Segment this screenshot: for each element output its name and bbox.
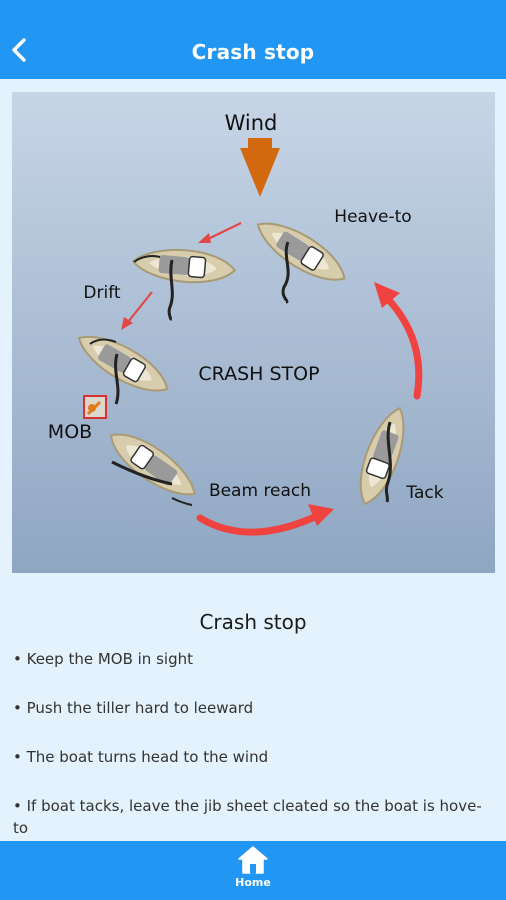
tack-label: Tack	[405, 483, 443, 503]
bullet-item: • Push the tiller hard to leeward	[13, 699, 254, 717]
crash-stop-label: CRASH STOP	[198, 363, 319, 385]
bullet-item: • Keep the MOB in sight	[13, 650, 193, 668]
app-bar: Crash stop	[0, 0, 506, 79]
tiller-beam-reach	[171, 497, 193, 506]
page-title: Crash stop	[191, 40, 315, 64]
bullet-list: • Keep the MOB in sight • Push the tille…	[13, 648, 483, 866]
drift-label: Drift	[83, 283, 120, 303]
home-label: Home	[235, 876, 271, 889]
sail-drift	[167, 259, 174, 322]
crash-stop-diagram: Wind Heave-to Drift	[12, 92, 495, 573]
drift-arrow-top	[198, 222, 242, 243]
drift-arrow-bottom	[121, 291, 153, 330]
home-button[interactable]: Home	[223, 845, 283, 899]
sail-heave-to	[281, 241, 290, 304]
wind-label: Wind	[225, 111, 278, 135]
sail-mob	[114, 353, 120, 405]
turn-arrow-right	[374, 282, 423, 400]
bottom-nav: Home	[0, 841, 506, 900]
turn-arrow-bottom	[196, 504, 334, 536]
heave-to-label: Heave-to	[334, 207, 411, 227]
tiller-mob	[89, 338, 117, 345]
sail-tack	[384, 421, 392, 503]
section-title: Crash stop	[199, 610, 307, 634]
sail-beam-reach	[111, 460, 173, 486]
beam-reach-label: Beam reach	[209, 481, 311, 501]
mob-marker	[83, 395, 107, 419]
home-icon	[238, 846, 268, 874]
mob-label: MOB	[48, 421, 92, 443]
bullet-item: • The boat turns head to the wind	[13, 748, 269, 766]
chevron-left-icon	[12, 38, 26, 62]
wind-arrow	[240, 138, 280, 197]
back-button[interactable]	[6, 30, 32, 70]
tiller-drift	[133, 255, 161, 263]
bullet-item: • If boat tacks, leave the jib sheet cle…	[13, 797, 482, 837]
